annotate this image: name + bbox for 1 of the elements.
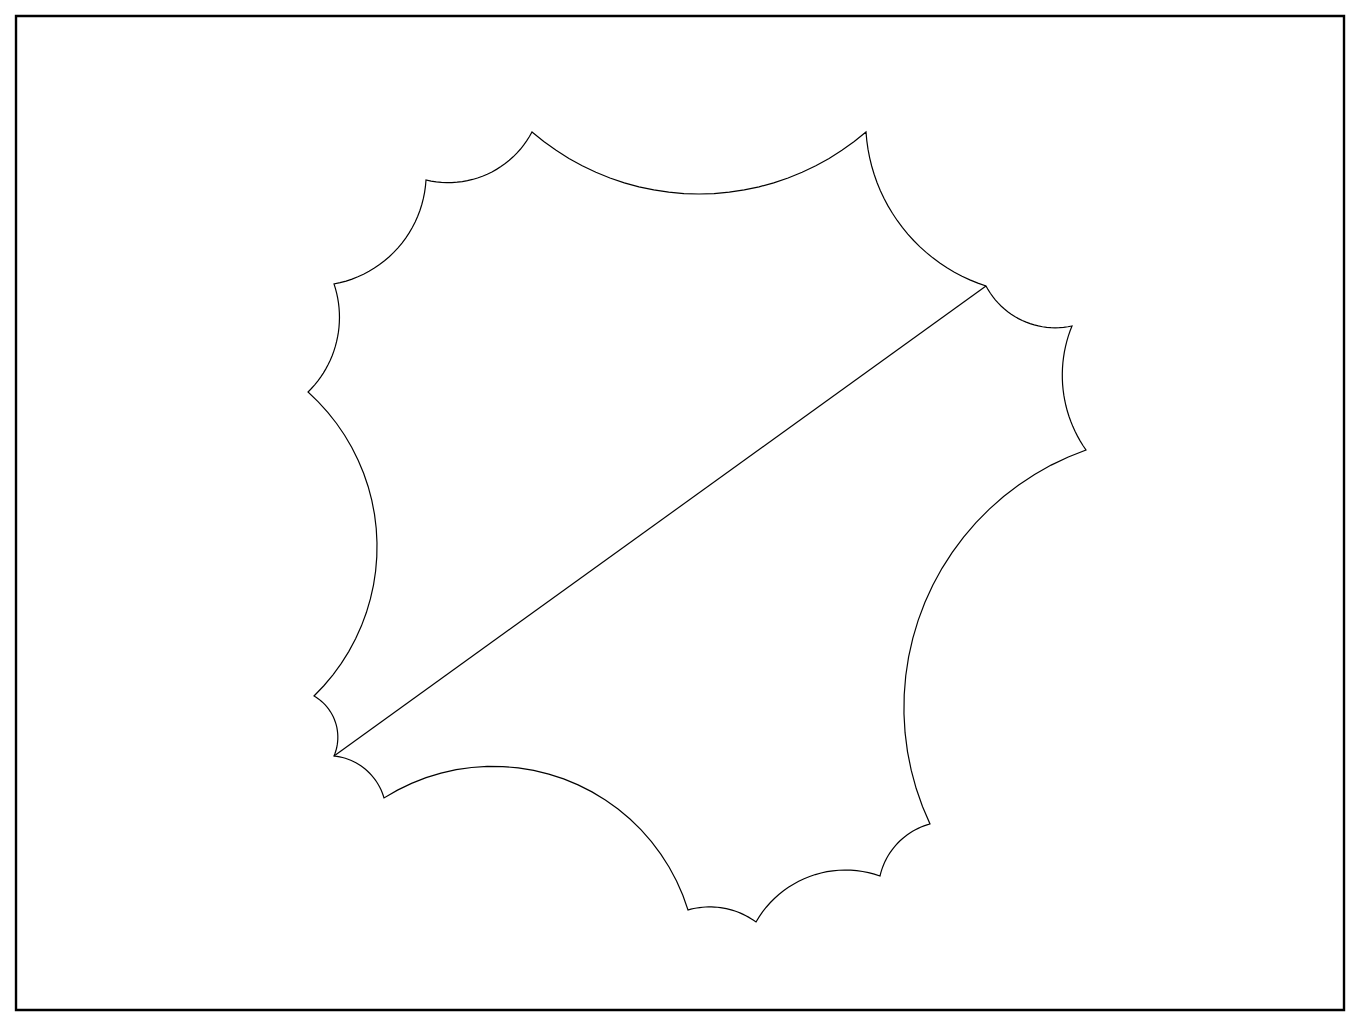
scalloped-shape-drawing (307, 130, 1087, 923)
